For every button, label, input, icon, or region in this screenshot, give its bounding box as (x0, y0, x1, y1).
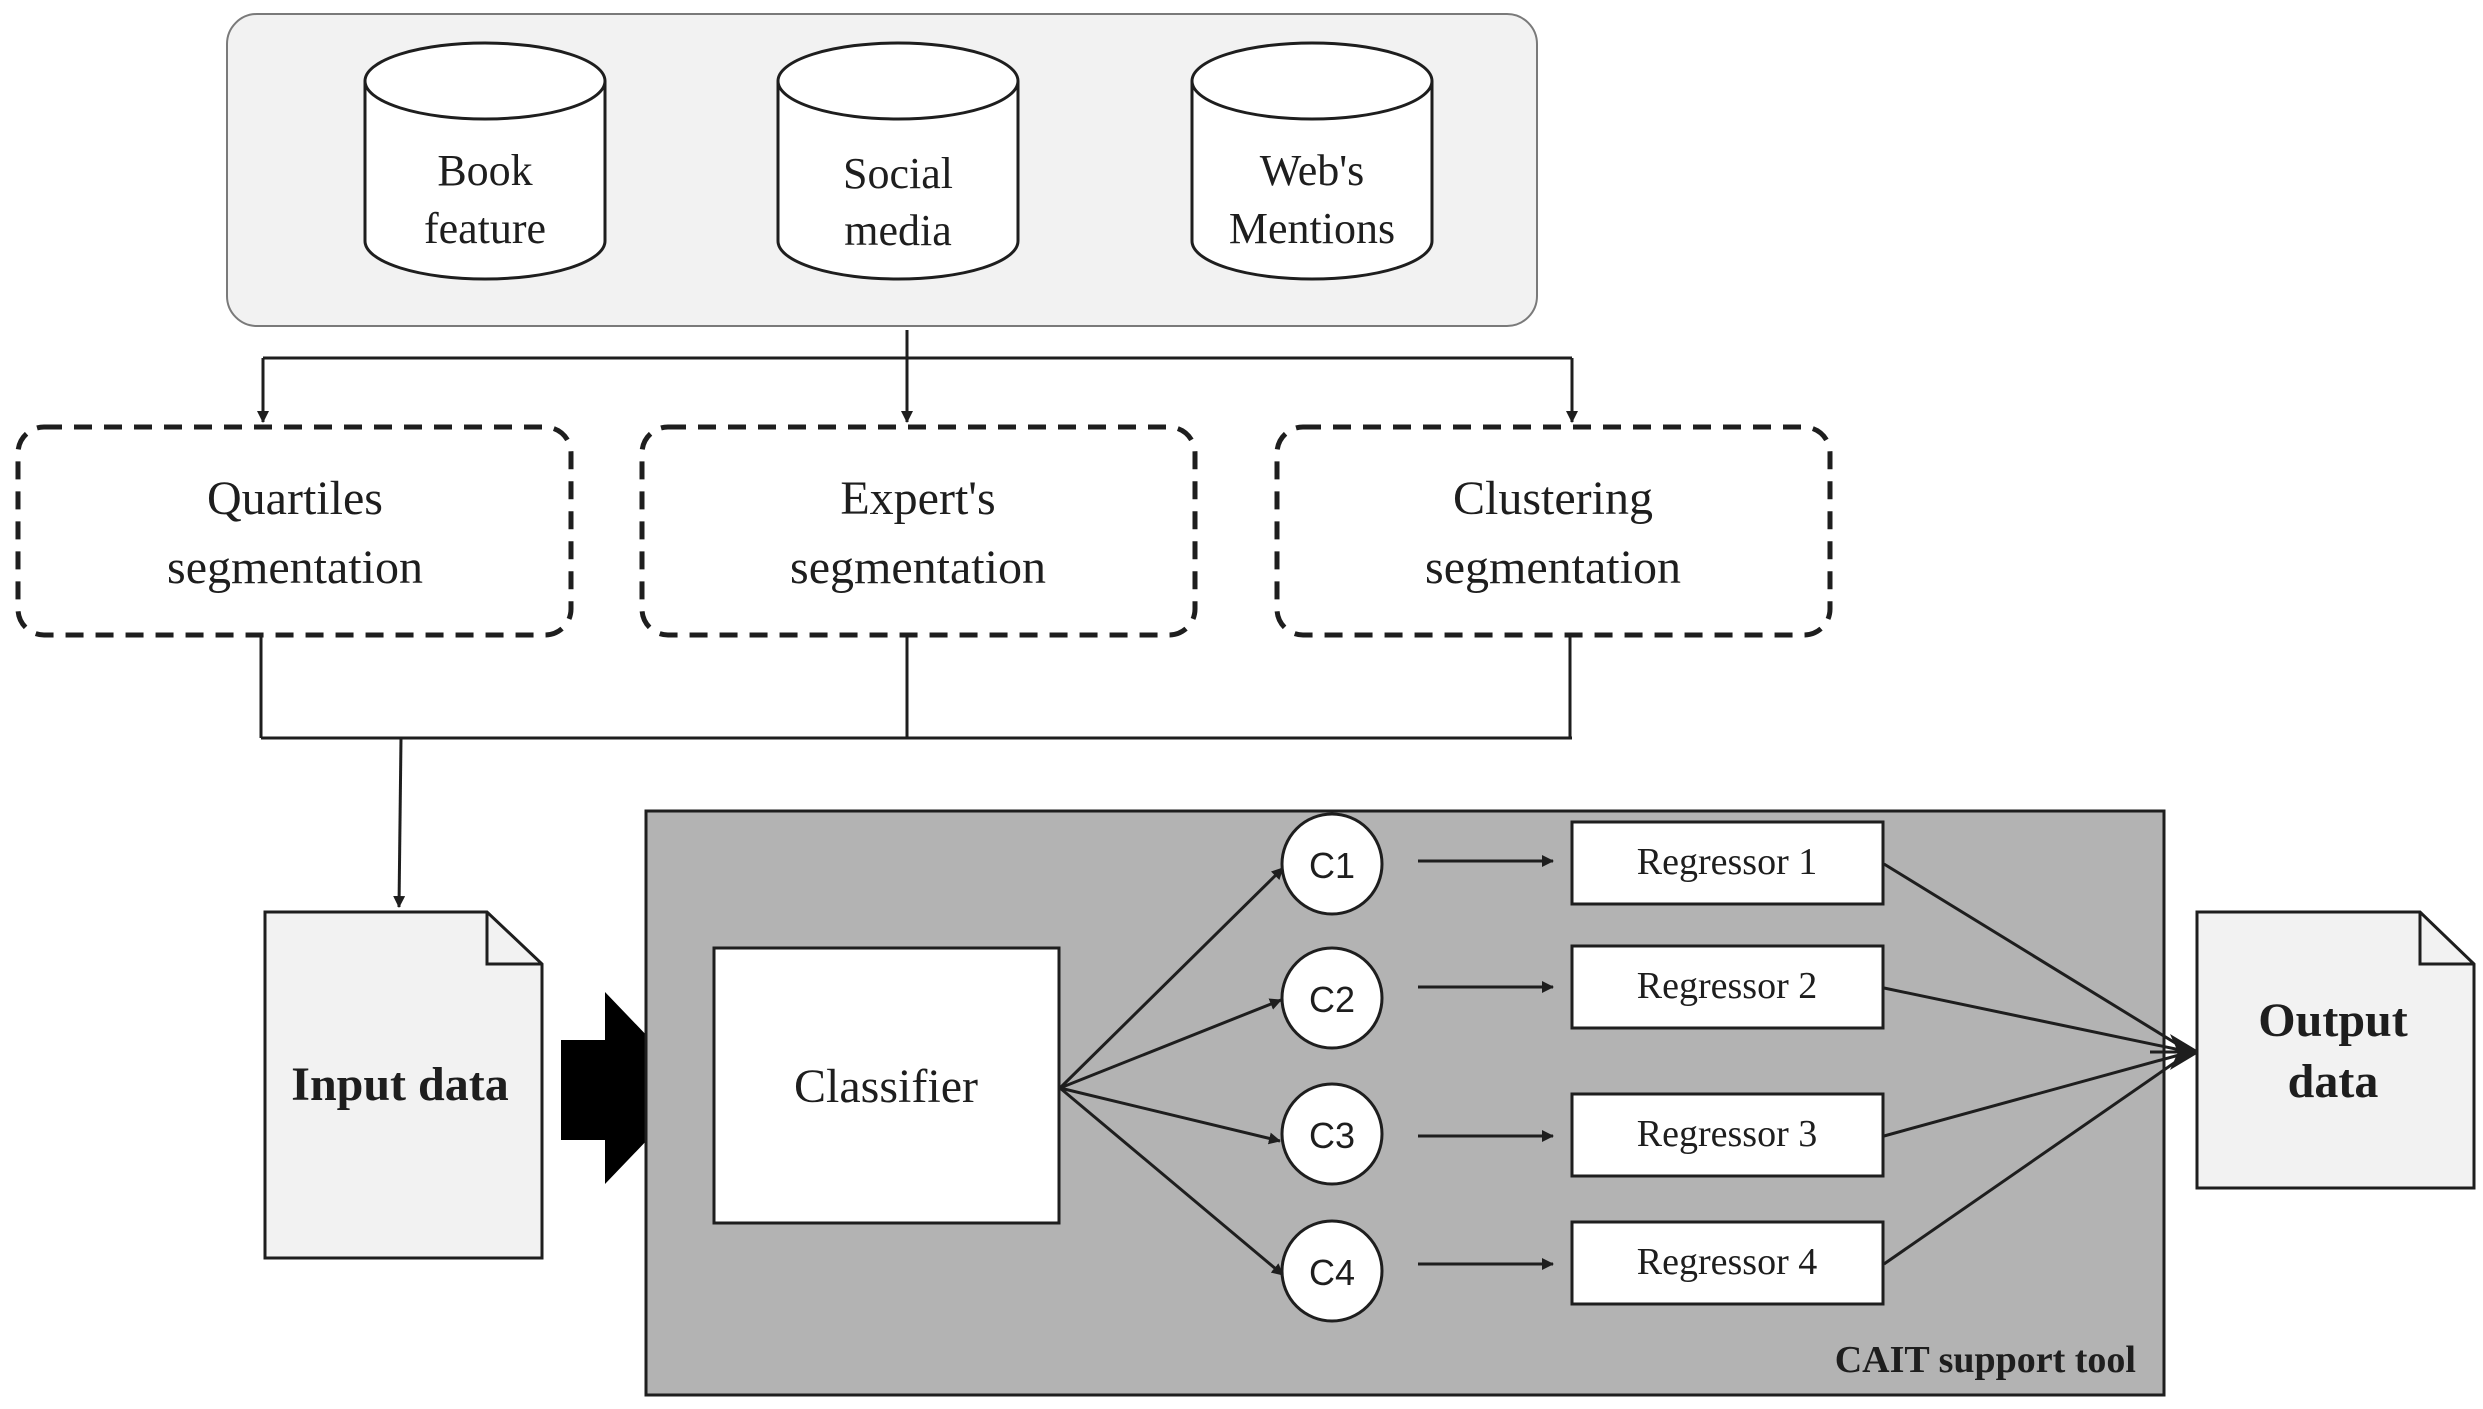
classifier-label: Classifier (794, 1060, 978, 1113)
classifier-box (712, 946, 1061, 1225)
block-arrow (561, 992, 697, 1184)
data-sources-group: Book feature Social media Web's Mentions (226, 13, 1538, 327)
connector-line (1883, 986, 2191, 1054)
cluster-label: C3 (1309, 1115, 1355, 1156)
cait-support-tool: CAIT support tool Classifier C1 C2 C3 C4 (644, 809, 2200, 1397)
regressor-label: Regressor 2 (1637, 965, 1817, 1007)
database-label-line1: Book (437, 146, 532, 195)
classifier-connectors (1058, 866, 1285, 1277)
output-data-document: Output data (2195, 910, 2476, 1190)
regressor-2: Regressor 2 (1570, 944, 1885, 1030)
output-data-label-line2: data (2288, 1055, 2379, 1108)
segmentation-quartiles: Quartiles segmentation (15, 424, 574, 638)
segmentation-label-line2: segmentation (790, 541, 1046, 594)
fanout-connectors (257, 330, 1578, 423)
connector-arrow (1059, 1086, 1284, 1277)
segmentation-label-line2: segmentation (1425, 541, 1681, 594)
database-label-line2: Mentions (1229, 204, 1395, 253)
segmentation-label-line1: Quartiles (207, 472, 383, 525)
regressor-output-connectors (1883, 862, 2200, 1266)
cluster-label: C4 (1309, 1252, 1355, 1293)
input-data-label: Input data (291, 1058, 508, 1111)
regressor-1: Regressor 1 (1570, 820, 1885, 906)
segmentation-group: Quartiles segmentation Expert's segmenta… (15, 424, 1833, 638)
segmentation-label-line1: Expert's (840, 472, 995, 525)
connector-arrow (393, 737, 406, 908)
connector-arrow (1058, 866, 1285, 1090)
segmentation-clustering: Clustering segmentation (1274, 424, 1833, 638)
cluster-c1: C1 (1280, 812, 1384, 916)
connector-line (1883, 1050, 2191, 1266)
regressor-label: Regressor 3 (1637, 1113, 1817, 1155)
database-book-feature: Book feature (363, 41, 607, 281)
database-webs-mentions: Web's Mentions (1190, 41, 1434, 281)
database-label-line1: Web's (1260, 146, 1365, 195)
output-data-label-line1: Output (2258, 994, 2407, 1047)
input-data-document: Input data (263, 910, 544, 1260)
database-label-line1: Social (843, 149, 953, 198)
regressor-3: Regressor 3 (1570, 1092, 1885, 1178)
regressor-label: Regressor 1 (1637, 841, 1817, 883)
database-social-media: Social media (776, 41, 1020, 281)
connector-arrow (1059, 1086, 1281, 1145)
connector-line (1883, 1050, 2191, 1138)
database-label-line2: feature (424, 204, 546, 253)
segmentation-experts: Expert's segmentation (639, 424, 1198, 638)
merge-connectors (259, 637, 1572, 908)
cluster-label: C1 (1309, 845, 1355, 886)
segmentation-label-line1: Clustering (1453, 472, 1653, 525)
cluster-c2: C2 (1280, 946, 1384, 1050)
cluster-regressor-connectors (1418, 855, 1554, 1270)
regressor-label: Regressor 4 (1637, 1241, 1817, 1283)
segmentation-label-line2: segmentation (167, 541, 423, 594)
regressor-4: Regressor 4 (1570, 1220, 1885, 1306)
cait-tool-label: CAIT support tool (1835, 1339, 2136, 1381)
connector-arrow (1059, 998, 1282, 1090)
cluster-c4: C4 (1280, 1219, 1384, 1323)
connector-line (1883, 862, 2191, 1054)
cluster-label: C2 (1309, 979, 1355, 1020)
cluster-c3: C3 (1280, 1082, 1384, 1186)
database-label-line2: media (844, 206, 952, 255)
